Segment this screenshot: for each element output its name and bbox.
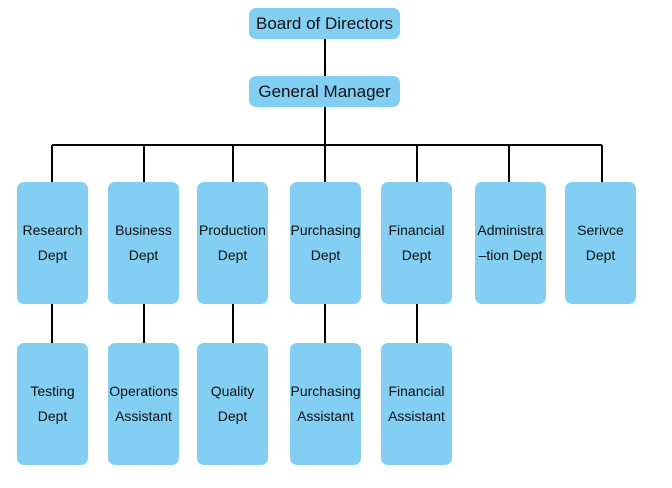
node-label-line1: Serivce	[577, 222, 624, 238]
node-label: General Manager	[258, 81, 391, 101]
node-label-line1: Purchasing	[290, 383, 361, 399]
node-label-line2: Dept	[217, 408, 248, 424]
node-label-line1: Business	[115, 222, 172, 238]
node-label-line2: Assistant	[388, 408, 445, 424]
node-label-line1: Quality	[210, 383, 255, 399]
node-label-line1: Operations	[109, 383, 178, 399]
node-label-line2: Dept	[401, 247, 432, 263]
node-label-line1: Financial	[388, 383, 445, 399]
node-label-line2: Assistant	[115, 408, 172, 424]
node-administration-dept: Administra –tion Dept	[475, 182, 546, 304]
node-label-line2: –tion Dept	[478, 247, 543, 263]
node-label-line2: Dept	[128, 247, 159, 263]
node-label-line1: Purchasing	[290, 222, 361, 238]
node-label-line2: Dept	[37, 408, 68, 424]
node-label-line1: Administra	[477, 222, 544, 238]
node-label-line2: Assistant	[297, 408, 354, 424]
node-label: Board of Directors	[256, 13, 393, 33]
node-label-line1: Research	[22, 222, 83, 238]
node-label-line2: Dept	[310, 247, 341, 263]
node-label-line1: Production	[199, 222, 266, 238]
node-label-line2: Dept	[217, 247, 248, 263]
node-label-line2: Dept	[585, 247, 616, 263]
node-board-of-directors: Board of Directors	[249, 8, 400, 39]
node-label-line1: Testing	[30, 383, 75, 399]
node-label-line2: Dept	[37, 247, 68, 263]
node-label-line1: Financial	[388, 222, 445, 238]
node-general-manager: General Manager	[249, 76, 400, 107]
